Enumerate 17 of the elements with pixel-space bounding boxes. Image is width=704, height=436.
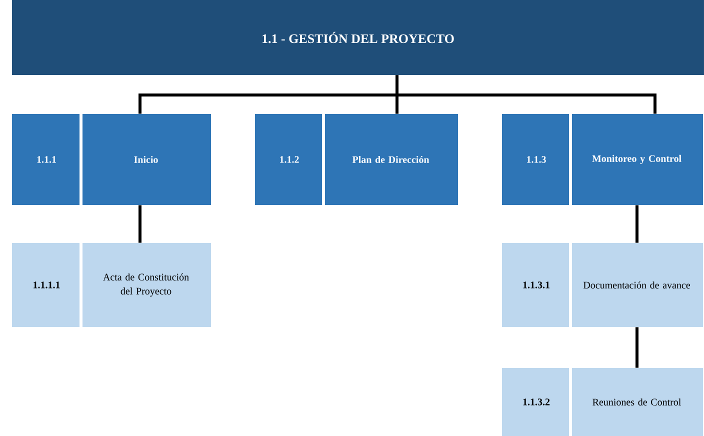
wbs-box: 1.1.3 Monitoreo y Control (502, 114, 703, 205)
connector (636, 205, 638, 243)
node-label: 1.1.3.1 (523, 282, 550, 288)
title-box: 1.1 - GESTIÓN DEL PROYECTO (12, 0, 704, 75)
wbs-box: 1.1.3.1 Documentación de avance (502, 243, 703, 327)
node-label: 1.1.1.1 (34, 282, 60, 288)
wbs-box: 1.1.3.2 Reuniones de Control (502, 368, 703, 436)
connector (138, 205, 142, 243)
node-label: 1.1.1 (37, 156, 56, 163)
node-label: 1.1.3.2 (523, 398, 550, 406)
node-label: 1.1.3 (527, 156, 546, 163)
wbs-box: 1.1.1 Inicio (12, 114, 211, 205)
connector (636, 327, 638, 368)
connector (396, 75, 656, 114)
wbs-box: 1.1.2 Plan de Dirección (255, 114, 458, 205)
node-label: 1.1.2 (280, 156, 299, 163)
wbs-box: 1.1.1.1 Acta de Constitución del Proyecto (12, 243, 211, 327)
